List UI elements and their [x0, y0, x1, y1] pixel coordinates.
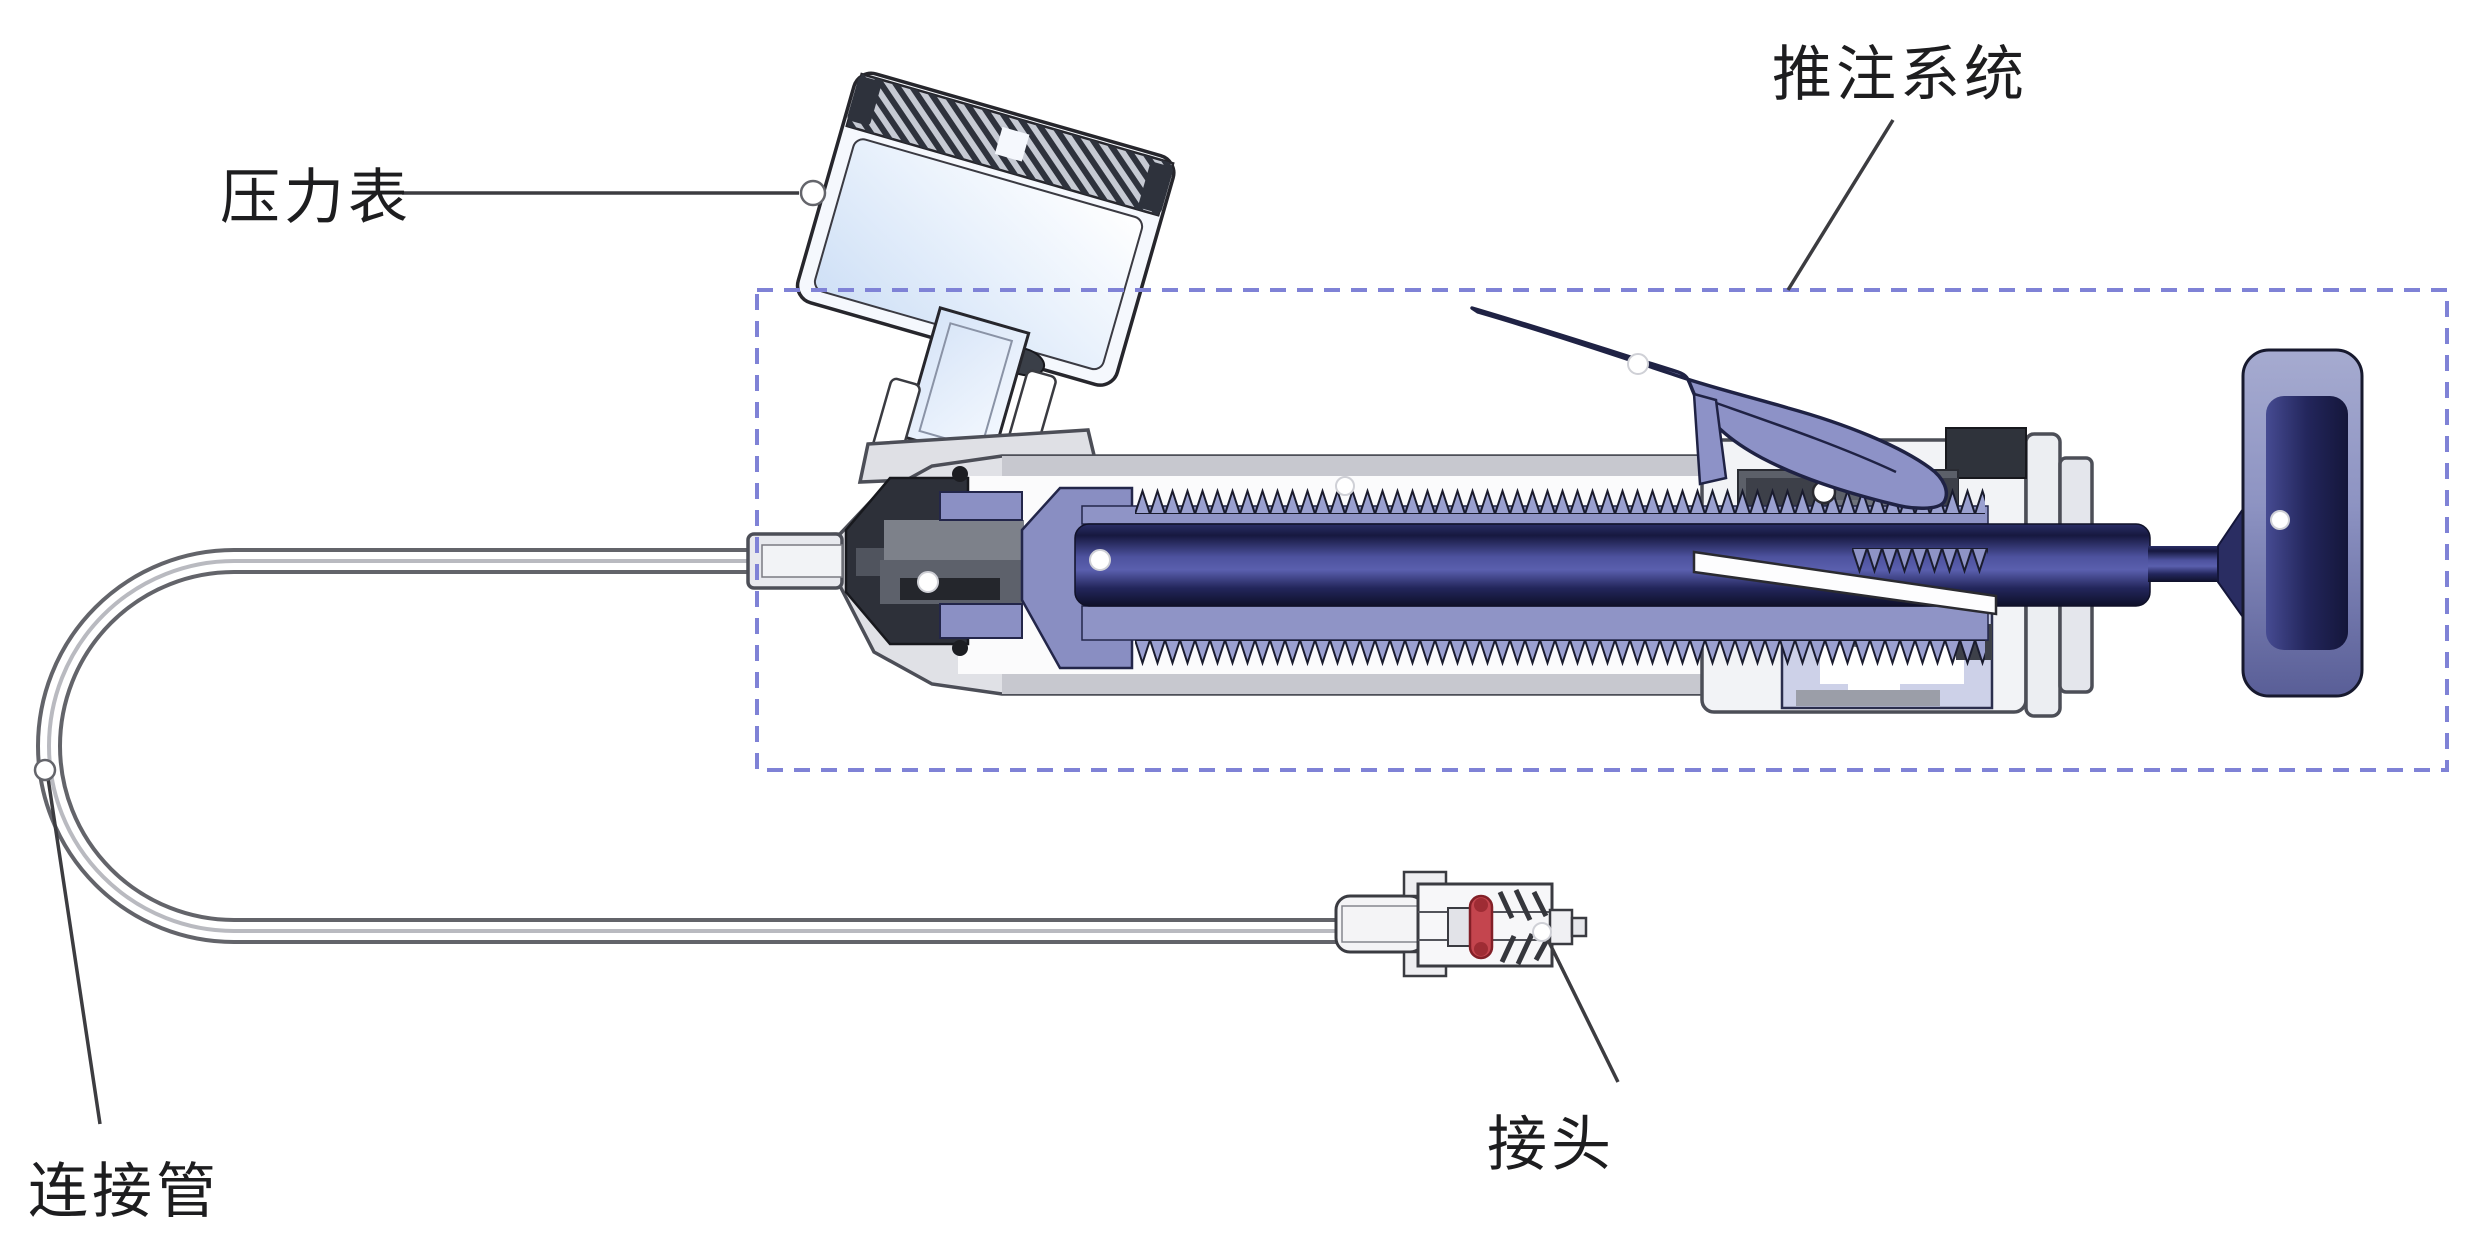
connector-strain-relief [1334, 894, 1426, 954]
leader-connecting-tube-marker [33, 758, 57, 782]
tip-inner-upper [884, 520, 1024, 560]
label-injection-system: 推注系统 [1772, 41, 2028, 108]
tip-inner-slot [900, 578, 1000, 600]
knob-cup [2266, 396, 2348, 650]
leader-lines [33, 119, 1895, 1125]
barrel-top-band [1002, 456, 1740, 476]
tip-seal-top [939, 491, 1023, 521]
barrel-highlight-dot [1335, 476, 1355, 496]
connecting-tube [35, 548, 1342, 944]
leader-pressure-gauge-marker [799, 179, 827, 207]
connector-tip-end [1570, 916, 1588, 938]
knob-neck [2148, 546, 2218, 582]
end-knob [2148, 348, 2364, 698]
lever-highlight-dot [1627, 353, 1649, 375]
gauge-bezel-notch [994, 126, 1030, 162]
tip-bolt-bottom [952, 640, 968, 656]
leader-connecting-tube [46, 777, 102, 1125]
pawl-teeth [1852, 548, 1988, 574]
front-tip [844, 466, 1024, 656]
latch-block-top-right [1945, 427, 2027, 479]
tube-connector [1334, 870, 1588, 978]
leader-connector [1546, 939, 1620, 1083]
shaft-highlight-dot [1089, 549, 1111, 571]
nozzle-fitting-inner [761, 544, 843, 578]
connector-oring [1468, 894, 1494, 960]
tube-lumen-line [46, 559, 1342, 933]
tip-port [856, 548, 884, 576]
release-mechanism [1692, 479, 1998, 616]
label-connector: 接头 [1487, 1111, 1615, 1178]
release-lever [1470, 306, 1949, 510]
knob-flare [2217, 502, 2246, 624]
connector-threads [1497, 888, 1551, 966]
pressure-gauge [795, 71, 1176, 484]
label-pressure-gauge: 压力表 [220, 164, 412, 231]
injection-system-boundary [755, 288, 2449, 772]
latch-base-strip [1796, 690, 1940, 706]
oring-bead-top [1474, 898, 1488, 912]
plunger-rack [1020, 486, 2151, 670]
tip-highlight-dot [917, 571, 939, 593]
lever-ridge [1701, 396, 1897, 474]
trigger-link [1692, 550, 1998, 616]
oring-bead-bottom [1474, 942, 1488, 956]
labels: 压力表 推注系统 连接管 接头 [28, 41, 2028, 1225]
gauge-corner-right [1138, 162, 1173, 213]
connector-highlight-dot [1532, 922, 1552, 942]
rack-teeth-bottom [1135, 640, 1985, 666]
label-connecting-tube: 连接管 [28, 1158, 220, 1225]
gauge-corner-left [847, 76, 882, 126]
connector-tip [1548, 908, 1574, 946]
tip-bolt-top [952, 466, 968, 482]
knob-highlight-dot [2270, 510, 2290, 530]
tip-seal-bottom [939, 603, 1023, 639]
leader-injection-system [1786, 119, 1895, 291]
rack-sleeve-bottom [1081, 605, 1989, 641]
rack-teeth-top [1135, 488, 1985, 514]
lever-leg [1692, 392, 1728, 486]
barrel-bottom-band [1002, 674, 1740, 694]
